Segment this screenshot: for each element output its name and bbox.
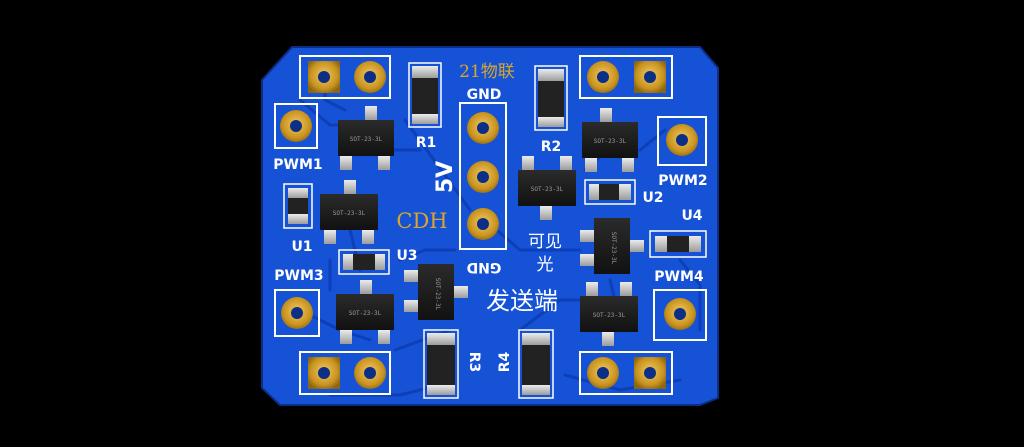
chip-marking-q3: SOT-23-3L xyxy=(333,210,366,217)
led-u1 xyxy=(283,183,313,229)
resistor-r4 xyxy=(518,329,554,399)
visible-light-label-line1: 可见 xyxy=(528,232,562,252)
led-u2 xyxy=(584,179,636,205)
chip-marking-q2: SOT-23-3L xyxy=(594,138,627,145)
resistor-r1 xyxy=(408,62,442,128)
connector-bottom-left xyxy=(299,351,391,395)
connector-top-left xyxy=(299,55,391,99)
led-u4 xyxy=(649,230,707,258)
cdh-label: CDH xyxy=(396,209,447,233)
visible-light-label-line2: 光 xyxy=(537,255,554,275)
r3-label: R3 xyxy=(466,352,482,373)
u1-label: U1 xyxy=(291,239,312,255)
pwm3-pad xyxy=(274,289,320,337)
pwm1-pad xyxy=(274,103,318,149)
transistor-q3: SOT-23-3L xyxy=(320,180,378,244)
transistor-q2: SOT-23-3L xyxy=(582,108,638,172)
r4-label: R4 xyxy=(497,351,513,372)
transistor-q8: SOT-23-3L xyxy=(580,282,638,346)
u3-label: U3 xyxy=(396,248,417,264)
u4-label: U4 xyxy=(681,208,702,224)
top-annotation: 21物联 xyxy=(459,62,515,82)
pwm3-label: PWM3 xyxy=(274,268,323,284)
r1-label: R1 xyxy=(416,135,437,151)
power-header xyxy=(459,102,507,250)
pwm2-pad xyxy=(657,116,707,166)
transistor-q5: SOT-23-3L xyxy=(580,218,644,274)
transistor-q7: SOT-23-3L xyxy=(336,280,394,344)
r2-label: R2 xyxy=(541,139,562,155)
connector-top-right xyxy=(579,55,673,99)
resistor-r2 xyxy=(534,65,568,131)
resistor-r3 xyxy=(423,329,459,399)
power-label: 5V xyxy=(433,161,458,193)
transistor-q4: SOT-23-3L xyxy=(518,156,576,220)
connector-bottom-right xyxy=(579,351,673,395)
u2-label: U2 xyxy=(642,190,663,206)
sender-label: 发送端 xyxy=(486,287,558,315)
chip-marking-q4: SOT-23-3L xyxy=(531,186,564,193)
chip-marking-q8: SOT-23-3L xyxy=(593,312,626,319)
chip-marking-q1: SOT-23-3L xyxy=(350,136,383,143)
pwm2-label: PWM2 xyxy=(658,173,707,189)
gnd-top-label: GND xyxy=(467,87,502,103)
chip-marking-q7: SOT-23-3L xyxy=(349,310,382,317)
pwm4-label: PWM4 xyxy=(654,269,704,285)
pwm4-pad xyxy=(653,289,707,341)
chip-marking-q5: SOT-23-3L xyxy=(610,232,617,265)
led-u3 xyxy=(338,249,390,275)
chip-marking-q6: SOT-23-3L xyxy=(434,278,441,311)
pwm1-label: PWM1 xyxy=(273,157,322,173)
transistor-q1: SOT-23-3L xyxy=(338,106,394,170)
gnd-bottom-label: GND xyxy=(467,259,502,275)
transistor-q6: SOT-23-3L xyxy=(404,264,468,320)
